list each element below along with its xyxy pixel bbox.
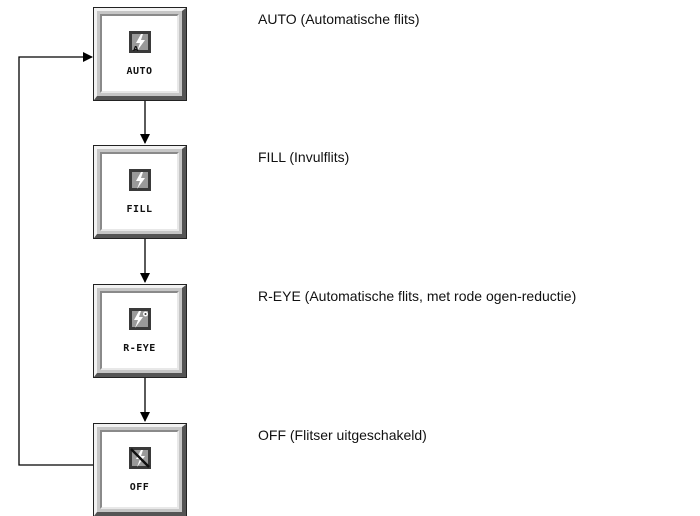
flash-fill-icon (128, 169, 151, 191)
flash-red-eye-button[interactable]: R-EYE (93, 284, 187, 378)
flash-off-button[interactable]: OFF (93, 423, 187, 516)
button-face: R-EYE (100, 291, 179, 370)
flash-off-description: OFF (Flitser uitgeschakeld) (258, 427, 427, 443)
button-label: FILL (126, 204, 153, 215)
button-label: R-EYE (123, 343, 156, 354)
flash-auto-description: AUTO (Automatische flits) (258, 11, 420, 27)
flash-auto-icon: A (128, 31, 151, 53)
button-face: FILL (100, 152, 179, 231)
button-face: OFF (100, 430, 179, 509)
button-label: OFF (129, 482, 150, 493)
button-label: AUTO (126, 66, 153, 77)
button-face: A AUTO (100, 14, 179, 93)
flash-auto-button[interactable]: A AUTO (93, 7, 187, 101)
flash-red-eye-description: R-EYE (Automatische flits, met rode ogen… (258, 288, 577, 304)
svg-text:A: A (133, 45, 139, 53)
arrow-off-to-auto-loop (18, 52, 94, 466)
flash-red-eye-icon (128, 308, 151, 330)
flash-fill-button[interactable]: FILL (93, 145, 187, 239)
flash-off-icon (128, 447, 151, 469)
flash-fill-description: FILL (Invulflits) (258, 149, 350, 165)
